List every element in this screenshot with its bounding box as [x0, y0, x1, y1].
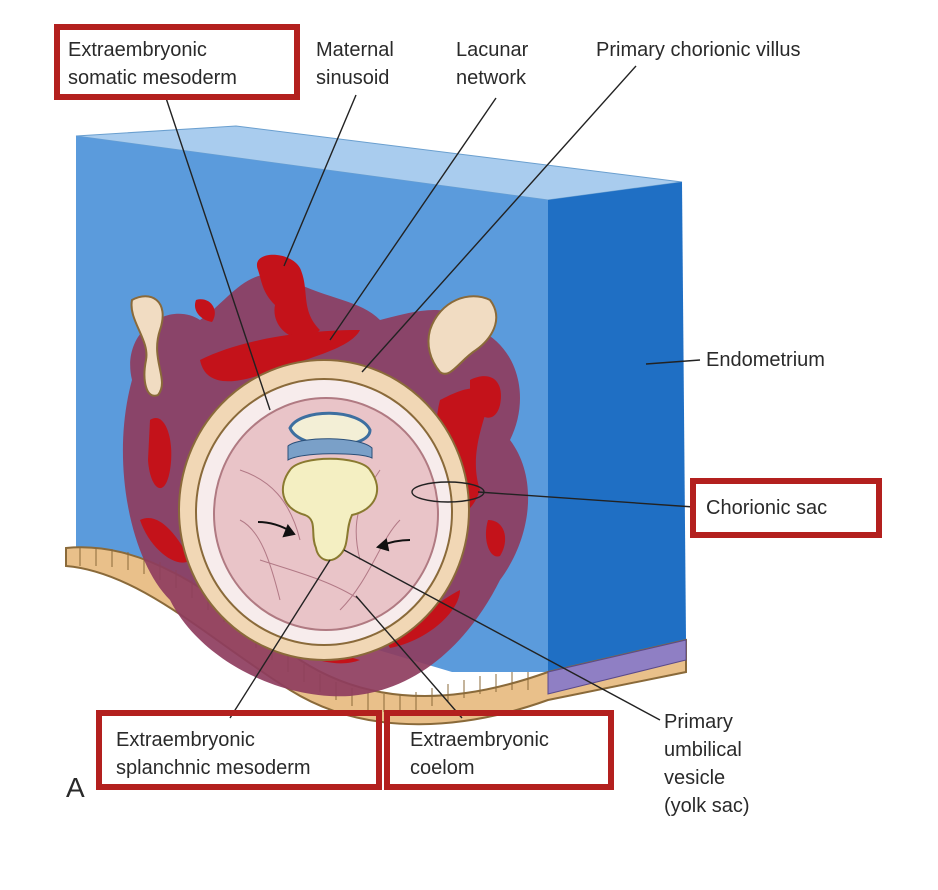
highlight-box-splanchnic-mesoderm	[96, 710, 382, 790]
folding-arrows	[257, 521, 411, 552]
label-endometrium: Endometrium	[706, 349, 825, 371]
label-primary-chorionic-villus: Primary chorionic villus	[596, 39, 801, 61]
primary-yolk-sac	[282, 457, 379, 562]
label-extraembryonic-splanchnic-mesoderm: Extraembryonic splanchnic mesoderm	[116, 729, 311, 779]
side-epithelium	[547, 639, 687, 695]
label-maternal-sinusoid: Maternal sinusoid	[316, 39, 394, 89]
label-extraembryonic-coelom: Extraembryonic coelom	[410, 729, 549, 779]
label-lacunar-network: Lacunar network	[456, 39, 529, 89]
label-extraembryonic-somatic-mesoderm: Extraembryonic somatic mesoderm	[68, 39, 237, 89]
figure-letter: A	[66, 772, 85, 803]
highlight-box-coelom	[384, 710, 614, 790]
uterine-gland-right	[427, 295, 498, 375]
highlight-box-somatic-mesoderm	[54, 24, 300, 100]
endometrium-side-face	[548, 182, 686, 672]
leader-lines	[165, 65, 701, 721]
highlight-box-chorionic-sac	[690, 478, 882, 538]
uterine-gland-left	[130, 295, 164, 397]
embryonic-disc	[287, 438, 373, 461]
label-primary-umbilical-vesicle: Primary umbilical vesicle (yolk sac)	[664, 711, 750, 817]
label-chorionic-sac: Chorionic sac	[706, 497, 828, 519]
